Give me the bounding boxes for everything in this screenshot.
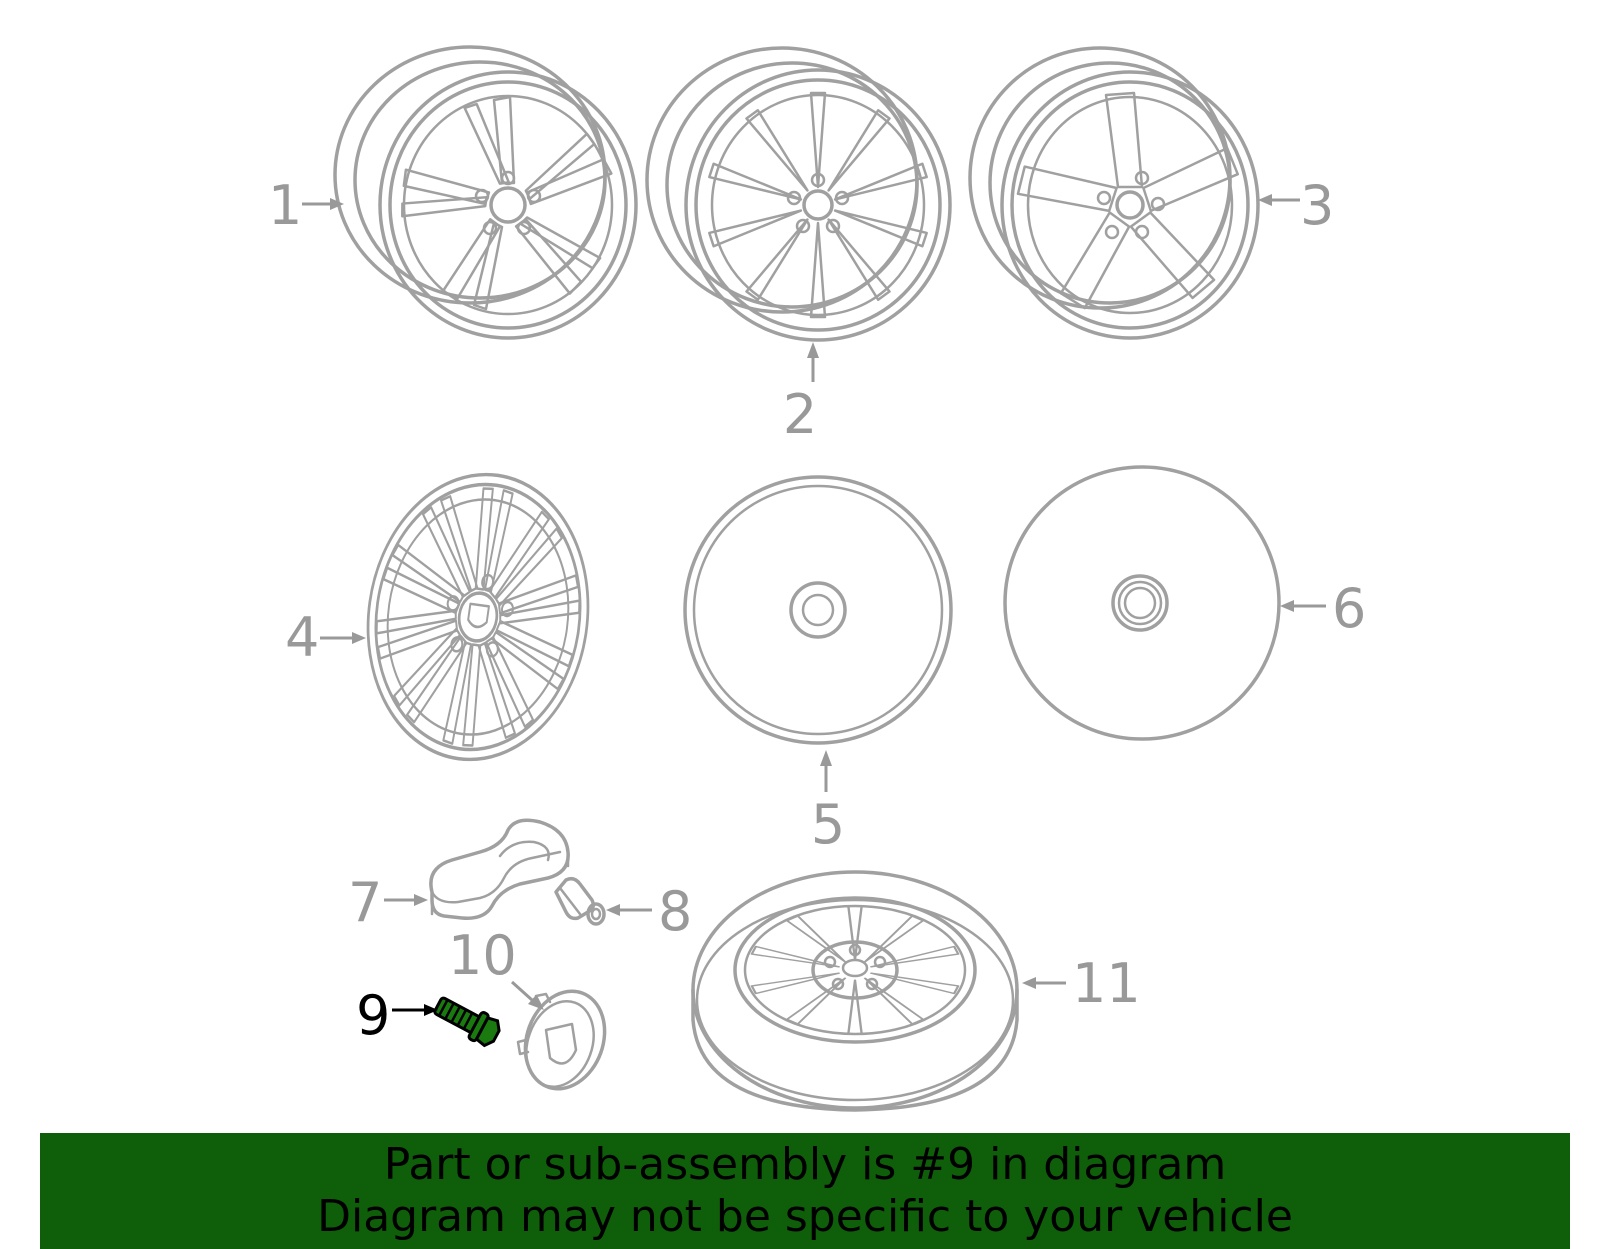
callout-4-label: 4 <box>285 606 319 669</box>
callout-3: 3 <box>1258 174 1334 237</box>
parts-diagram: 1 2 <box>268 45 1366 1112</box>
part-3-wheel[interactable] <box>968 46 1260 340</box>
part-9-wheel-bolt[interactable] <box>431 992 503 1049</box>
part-2-wheel[interactable] <box>645 46 952 342</box>
callout-6: 6 <box>1280 577 1366 640</box>
callout-11: 11 <box>1022 952 1141 1015</box>
callout-7: 7 <box>348 871 428 934</box>
callout-1: 1 <box>268 174 344 237</box>
part-8-valve-stem[interactable] <box>554 876 606 926</box>
callout-11-label: 11 <box>1072 952 1141 1015</box>
part-4-wheel[interactable] <box>350 460 606 774</box>
info-banner: Part or sub-assembly is #9 in diagram Di… <box>40 1133 1570 1249</box>
part-10-center-cap[interactable] <box>512 980 618 1100</box>
callout-1-label: 1 <box>268 174 302 237</box>
callout-10-label: 10 <box>448 924 517 987</box>
callout-10: 10 <box>448 924 544 1010</box>
callout-8-label: 8 <box>658 880 692 943</box>
part-5-cover[interactable] <box>683 475 953 745</box>
callout-8: 8 <box>606 880 692 943</box>
banner-line-part-info: Part or sub-assembly is #9 in diagram <box>383 1139 1227 1190</box>
callout-6-label: 6 <box>1332 577 1366 640</box>
callout-9: 9 <box>356 984 438 1047</box>
part-7-tpms-sensor[interactable] <box>429 818 570 920</box>
part-6-cover[interactable] <box>1003 465 1281 741</box>
callout-2-label: 2 <box>783 383 817 446</box>
callout-3-label: 3 <box>1300 174 1334 237</box>
part-1-wheel[interactable] <box>333 45 638 340</box>
banner-line-disclaimer: Diagram may not be specific to your vehi… <box>317 1191 1293 1242</box>
callout-2: 2 <box>783 342 819 446</box>
callout-5-label: 5 <box>811 793 845 856</box>
callout-9-label: 9 <box>356 984 390 1047</box>
part-11-spare-wheel[interactable] <box>691 870 1019 1112</box>
callout-7-label: 7 <box>348 871 382 934</box>
callout-4: 4 <box>285 606 366 669</box>
callout-5: 5 <box>811 750 845 856</box>
